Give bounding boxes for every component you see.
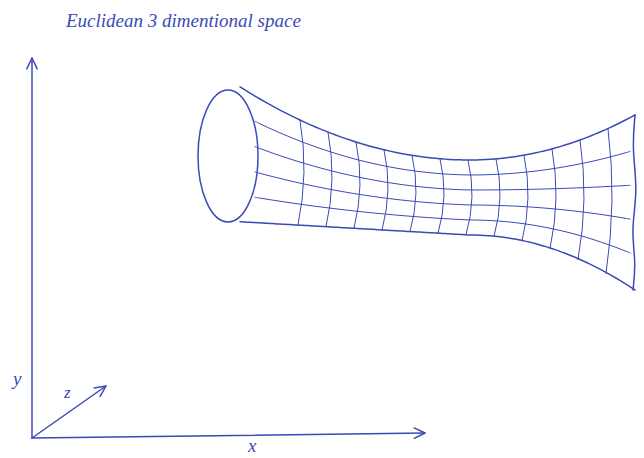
mesh-ring [522, 155, 528, 241]
axis-name: y [13, 368, 21, 389]
mesh-ring [326, 132, 332, 227]
tube-outline [240, 87, 635, 160]
mesh-ring [382, 150, 388, 230]
mesh-line [255, 197, 630, 253]
axis-label: z [64, 383, 71, 403]
axis-arrowhead [94, 386, 106, 396]
mesh-ring [494, 159, 500, 236]
mesh-ring [466, 160, 472, 235]
axis-arrowhead [27, 58, 37, 69]
mesh-ring [354, 142, 360, 228]
mesh-ring [578, 140, 584, 259]
tube-end [633, 115, 636, 290]
axis-label: y [13, 368, 21, 390]
mesh-ring [606, 129, 612, 274]
mesh-ring [410, 155, 416, 231]
title: Euclidean 3 dimentional space [66, 10, 301, 32]
axis-arrowhead [414, 428, 425, 438]
mesh-line [255, 147, 630, 190]
y-axis [31, 58, 33, 438]
mesh-ring [438, 159, 444, 234]
axis-name: x [248, 435, 256, 456]
title-text: Euclidean 3 dimentional space [66, 10, 301, 31]
tube-outline [240, 222, 635, 290]
axis-label: x [248, 435, 256, 457]
mesh-ring [550, 149, 556, 249]
mesh-ring [298, 120, 304, 225]
x-axis [32, 433, 425, 438]
tube-opening [198, 90, 258, 222]
mesh-line [255, 121, 630, 175]
axis-name: z [64, 383, 71, 402]
